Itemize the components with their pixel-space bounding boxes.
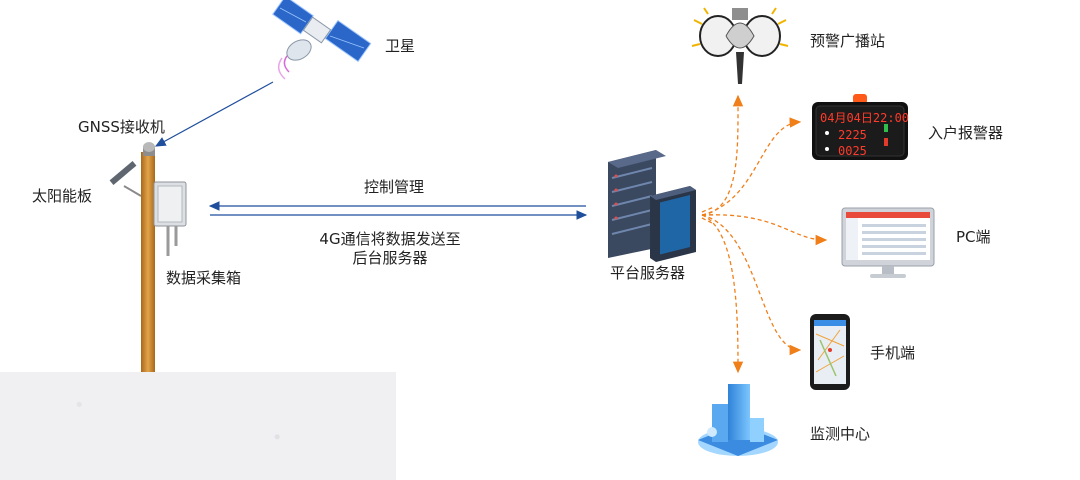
monitor-center-buildings-icon (698, 384, 778, 456)
broadcast-label: 预警广播站 (810, 32, 886, 50)
link-home-alarm (701, 117, 802, 216)
data-box-label: 数据采集箱 (166, 269, 242, 287)
gnss-receiver-label: GNSS接收机 (78, 118, 165, 136)
control-label: 控制管理 (364, 178, 425, 196)
mobile-phone-icon (810, 314, 850, 390)
link-pc (701, 214, 828, 246)
monitor-center-label: 监测中心 (810, 425, 871, 443)
ground-texture (0, 372, 396, 480)
solar-panel-label: 太阳能板 (32, 187, 93, 205)
mobile-label: 手机端 (870, 344, 916, 362)
server-label: 平台服务器 (610, 264, 686, 282)
send-label-line2: 后台服务器 (352, 249, 428, 267)
home-alarm-device-icon (812, 94, 908, 160)
alarm-display-datetime: 04月04日22:00 (820, 111, 910, 125)
alarm-display-value-1: 2225 (838, 128, 867, 142)
broadcast-horn-icon (691, 7, 789, 84)
solar-panel-icon (109, 161, 142, 197)
home-alarm-label: 入户报警器 (928, 124, 1004, 142)
send-label-line1: 4G通信将数据发送至 (319, 230, 461, 248)
pc-label: PC端 (956, 228, 991, 246)
data-box-icon (153, 181, 187, 256)
link-mobile (701, 214, 802, 356)
pole-icon (141, 142, 155, 372)
server-icon (608, 150, 696, 262)
link-broadcast (701, 94, 744, 216)
satellite-label: 卫星 (385, 37, 416, 55)
satellite-signal-line (154, 81, 274, 147)
distribution-links (701, 94, 828, 374)
satellite-icon (272, 0, 372, 80)
link-monitor-center (701, 214, 744, 374)
alarm-display-value-2: 0025 (838, 144, 867, 158)
pc-monitor-icon (841, 207, 935, 278)
